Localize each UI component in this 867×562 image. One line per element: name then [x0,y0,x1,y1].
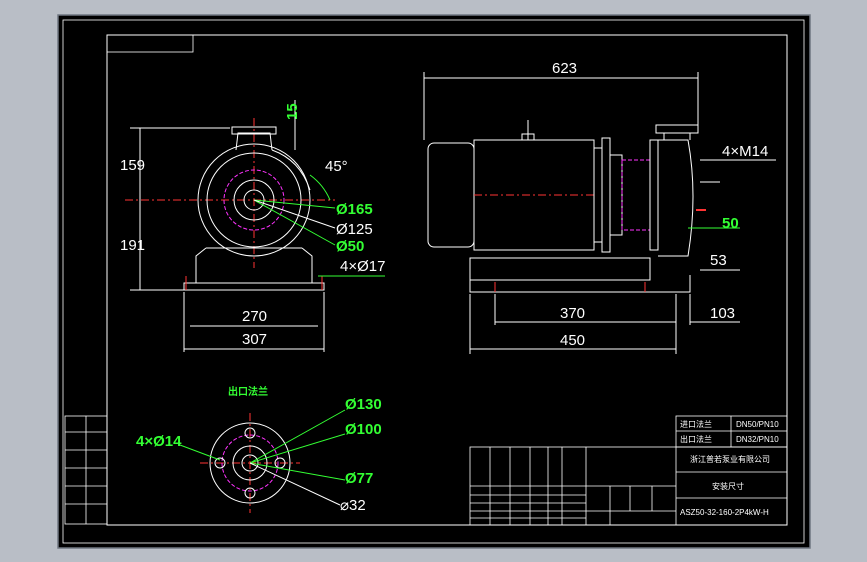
adaptor [609,154,623,236]
discharge-neck [235,132,273,151]
bolt-circle [223,169,285,231]
leader-d50 [253,199,336,246]
inlet-flange-value: DN50/PN10 [736,420,779,429]
dim-d125: Ø125 [336,221,373,238]
leader-d165 [253,199,336,209]
dim-d32: ⌀32 [340,497,366,514]
bolt-hole-left [214,457,226,469]
leader-d77 [249,462,346,481]
bore-circle [243,189,265,211]
model-number: ASZ50-32-160-2P4kW-H [680,508,769,517]
discharge-flange [231,126,277,135]
dim-d77: Ø77 [345,470,373,487]
eye-bolt-base [521,133,535,141]
front-view [125,100,335,352]
dim-4xd17: 4×Ø17 [340,258,385,275]
flange-bolt-circle [221,434,279,492]
dim-d165: Ø165 [336,201,373,218]
base-frame [469,257,651,281]
angle-arc [309,174,331,201]
base-foot [183,282,325,291]
dim-15: 15 [284,103,301,120]
revision-strip [64,415,108,525]
flange-leaders [179,409,346,481]
leader-4xd14 [179,444,221,461]
dim-d100: Ø100 [345,421,382,438]
dim-307: 307 [242,331,267,348]
drawing-border [106,34,788,526]
dim-370: 370 [560,305,585,322]
title-block-upper [675,415,788,448]
casing-flange [649,139,659,251]
dim-4xd14: 4×Ø14 [136,433,182,450]
dim-270: 270 [242,308,267,325]
drawing-sheet [57,14,811,549]
leader-d125 [253,199,336,229]
pump-casing [658,139,694,257]
inlet-flange-label: 进口法兰 [680,419,712,429]
corner-code-box [106,34,194,53]
bracket-legs [195,247,313,283]
base-plate [469,275,691,293]
dim-191: 191 [120,237,145,254]
company-name: 浙江普若泵业有限公司 [690,454,770,464]
dim-623: 623 [552,60,577,77]
bolt-hole-bottom [244,487,256,499]
suction-circle [233,179,275,221]
outlet-flange-value: DN32/PN10 [736,435,779,444]
leader-d100 [249,433,346,464]
flange-raised-face [232,445,268,481]
flange-bore [241,454,259,472]
dim-103: 103 [710,305,735,322]
casing-inner-circle [206,152,302,248]
dim-d50: Ø50 [336,238,364,255]
outlet-flange-top [655,124,699,134]
leader-d130 [249,409,346,464]
drawing-name: 安装尺寸 [712,481,744,491]
side-view [423,72,776,354]
flange-outer-circle [209,422,291,504]
front-leaders [253,174,385,277]
outlet-flange-label: 出口法兰 [680,434,712,444]
title-block [469,415,788,526]
outer-frame [62,19,805,544]
dim-159: 159 [120,157,145,174]
volute-outline [271,149,311,191]
bolt-hole-top [244,427,256,439]
flange-view-title: 出口法兰 [228,385,268,398]
leader-d32 [249,462,341,506]
dim-d130: Ø130 [345,396,382,413]
dim-angle-45: 45° [325,158,348,175]
casing-outer-circle [197,143,311,257]
dim-53: 53 [710,252,727,269]
dim-50: 50 [722,215,739,232]
dim-4xm14: 4×M14 [722,143,768,160]
dim-450: 450 [560,332,585,349]
